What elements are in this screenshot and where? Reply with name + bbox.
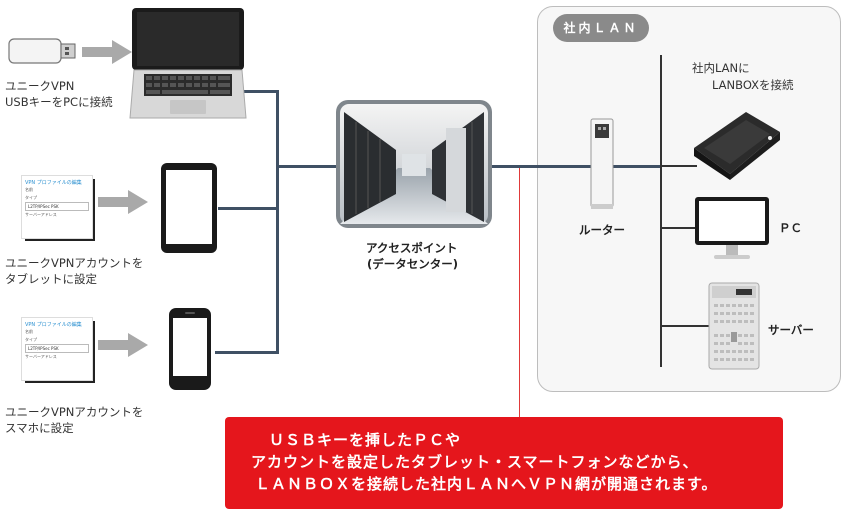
arrow-right-icon [98, 190, 148, 214]
profile-type-select: L2TP/IPSec PSK [25, 344, 89, 353]
profile-type-select: L2TP/IPSec PSK [25, 202, 89, 211]
arrow-right-icon [82, 40, 132, 64]
access-point-label-1: アクセスポイント [366, 241, 458, 255]
lanbox-connect-label-2: LANBOXを接続 [712, 78, 794, 92]
lanbox-connect-label-1: 社内LANに [692, 61, 750, 75]
profile-server-label: サーバーアドレス [25, 354, 57, 359]
pc-monitor-icon [694, 196, 770, 268]
profile-header: VPN プロファイルの編集 [25, 322, 82, 328]
message-line-2: アカウントを設定したタブレット・スマートフォンなどから、 [251, 453, 699, 471]
connector-trunk-v [276, 90, 279, 354]
phone-label-1: ユニークVPNアカウントを [5, 405, 144, 419]
connector-laptop-h [232, 90, 278, 93]
profile-header: VPN プロファイルの編集 [25, 180, 82, 186]
lan-bus-line [660, 55, 662, 367]
connector-router-bus [612, 165, 662, 168]
pc-label: ＰＣ [779, 221, 802, 235]
lan-bus-server [661, 325, 709, 327]
connector-tablet-h [218, 207, 278, 210]
vpn-profile-card-tablet: VPN プロファイルの編集 名前 タイプ L2TP/IPSec PSK サーバー… [22, 176, 92, 238]
connector-phone-h [215, 351, 278, 354]
server-icon [708, 282, 760, 370]
company-lan-area [537, 6, 841, 392]
company-lan-tab: 社内ＬＡＮ [553, 14, 649, 42]
vpn-profile-card-phone: VPN プロファイルの編集 名前 タイプ L2TP/IPSec PSK サーバー… [22, 318, 92, 380]
tablet-label-2: タブレットに設定 [5, 272, 97, 286]
laptop-icon [128, 6, 248, 126]
smartphone-icon [168, 307, 212, 391]
datacenter-icon [334, 98, 494, 230]
connector-trunk-ap [278, 165, 336, 168]
message-pointer-line [519, 168, 520, 418]
message-line-3: ＬＡＮＢＯＸを接続した社内ＬＡＮへＶＰＮ網が開通されます。 [255, 475, 718, 493]
lan-bus-pc [661, 227, 695, 229]
lan-bus-lanbox [661, 165, 697, 167]
usb-label-1: ユニークVPN [5, 79, 75, 93]
message-line-1: ＵＳＢキーを挿したＰＣや [269, 431, 462, 449]
profile-type-label: タイプ [25, 195, 37, 200]
profile-server-label: サーバーアドレス [25, 212, 57, 217]
lanbox-icon [690, 108, 782, 180]
server-label: サーバー [768, 323, 814, 337]
profile-name-label: 名前 [25, 329, 33, 334]
access-point-label-2: (データセンター) [367, 257, 459, 271]
usb-key-icon [8, 36, 76, 66]
phone-label-2: スマホに設定 [5, 421, 74, 435]
profile-name-label: 名前 [25, 187, 33, 192]
summary-message-box: ＵＳＢキーを挿したＰＣや アカウントを設定したタブレット・スマートフォンなどから… [225, 417, 783, 509]
arrow-right-icon [98, 333, 148, 357]
router-icon [589, 118, 615, 210]
profile-type-label: タイプ [25, 337, 37, 342]
router-label: ルーター [579, 223, 625, 237]
connector-ap-router [492, 165, 592, 168]
tablet-icon [160, 162, 218, 254]
usb-label-2: USBキーをPCに接続 [5, 95, 113, 109]
tablet-label-1: ユニークVPNアカウントを [5, 256, 144, 270]
